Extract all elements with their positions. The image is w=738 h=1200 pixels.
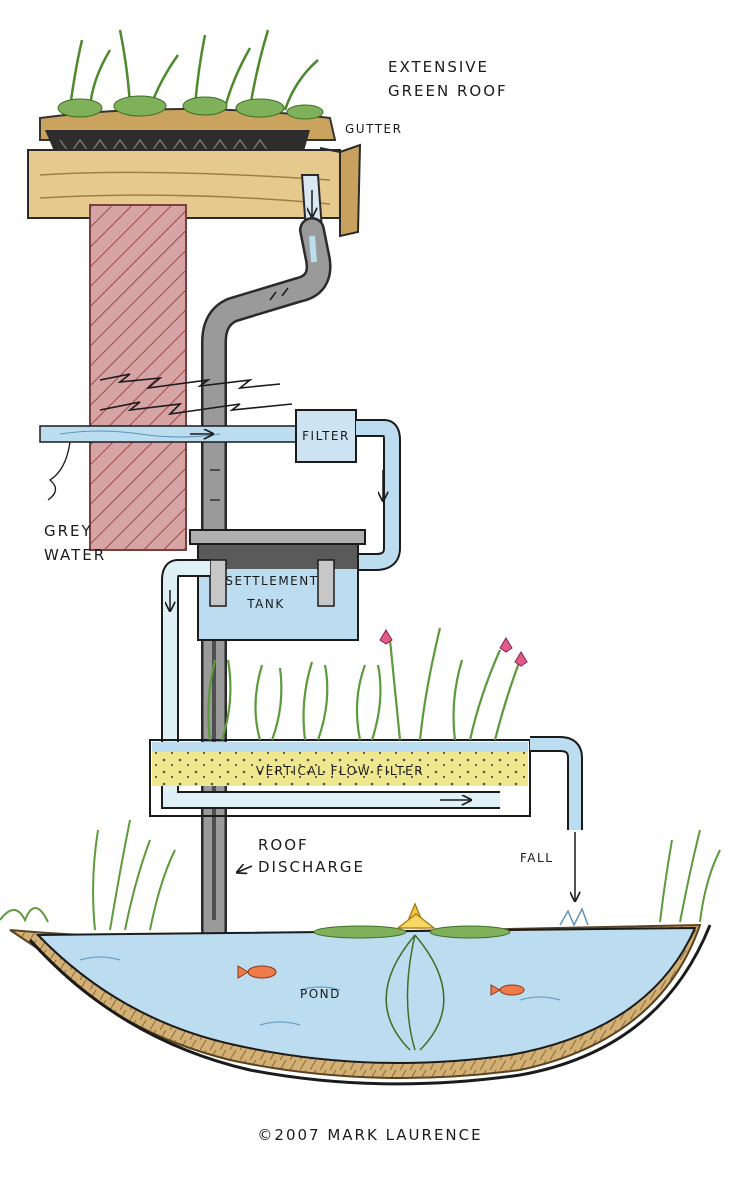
gutter-label: GUTTER — [345, 122, 402, 136]
vertical-flow-filter-label: VERTICAL FLOW FILTER — [256, 764, 424, 778]
green-roof-label-2: GREEN ROOF — [388, 82, 508, 100]
filter-box: FILTER — [296, 410, 356, 462]
pond-label: POND — [300, 987, 341, 1001]
splash — [560, 909, 588, 925]
fall-label: FALL — [520, 851, 553, 865]
filter-plants — [208, 628, 520, 740]
flower-icon — [380, 630, 527, 666]
settlement-tank-label-1: SETTLEMENT — [225, 574, 318, 588]
brick-wall — [90, 205, 186, 550]
grey-water-label-1: GREY — [44, 522, 93, 540]
roof-discharge-label-1: ROOF — [258, 836, 309, 854]
pond: POND — [10, 925, 710, 1084]
copyright: ©2007 MARK LAURENCE — [257, 1126, 482, 1144]
green-roof-label-1: EXTENSIVE — [388, 58, 489, 76]
roof-discharge-label-2: DISCHARGE — [258, 858, 365, 876]
green-roof — [40, 30, 335, 165]
filter-label: FILTER — [302, 429, 350, 443]
settlement-tank: SETTLEMENT TANK — [190, 530, 365, 640]
settlement-tank-label-2: TANK — [246, 597, 284, 611]
arrow-icon — [238, 866, 252, 872]
grey-water-label-2: WATER — [44, 546, 106, 564]
